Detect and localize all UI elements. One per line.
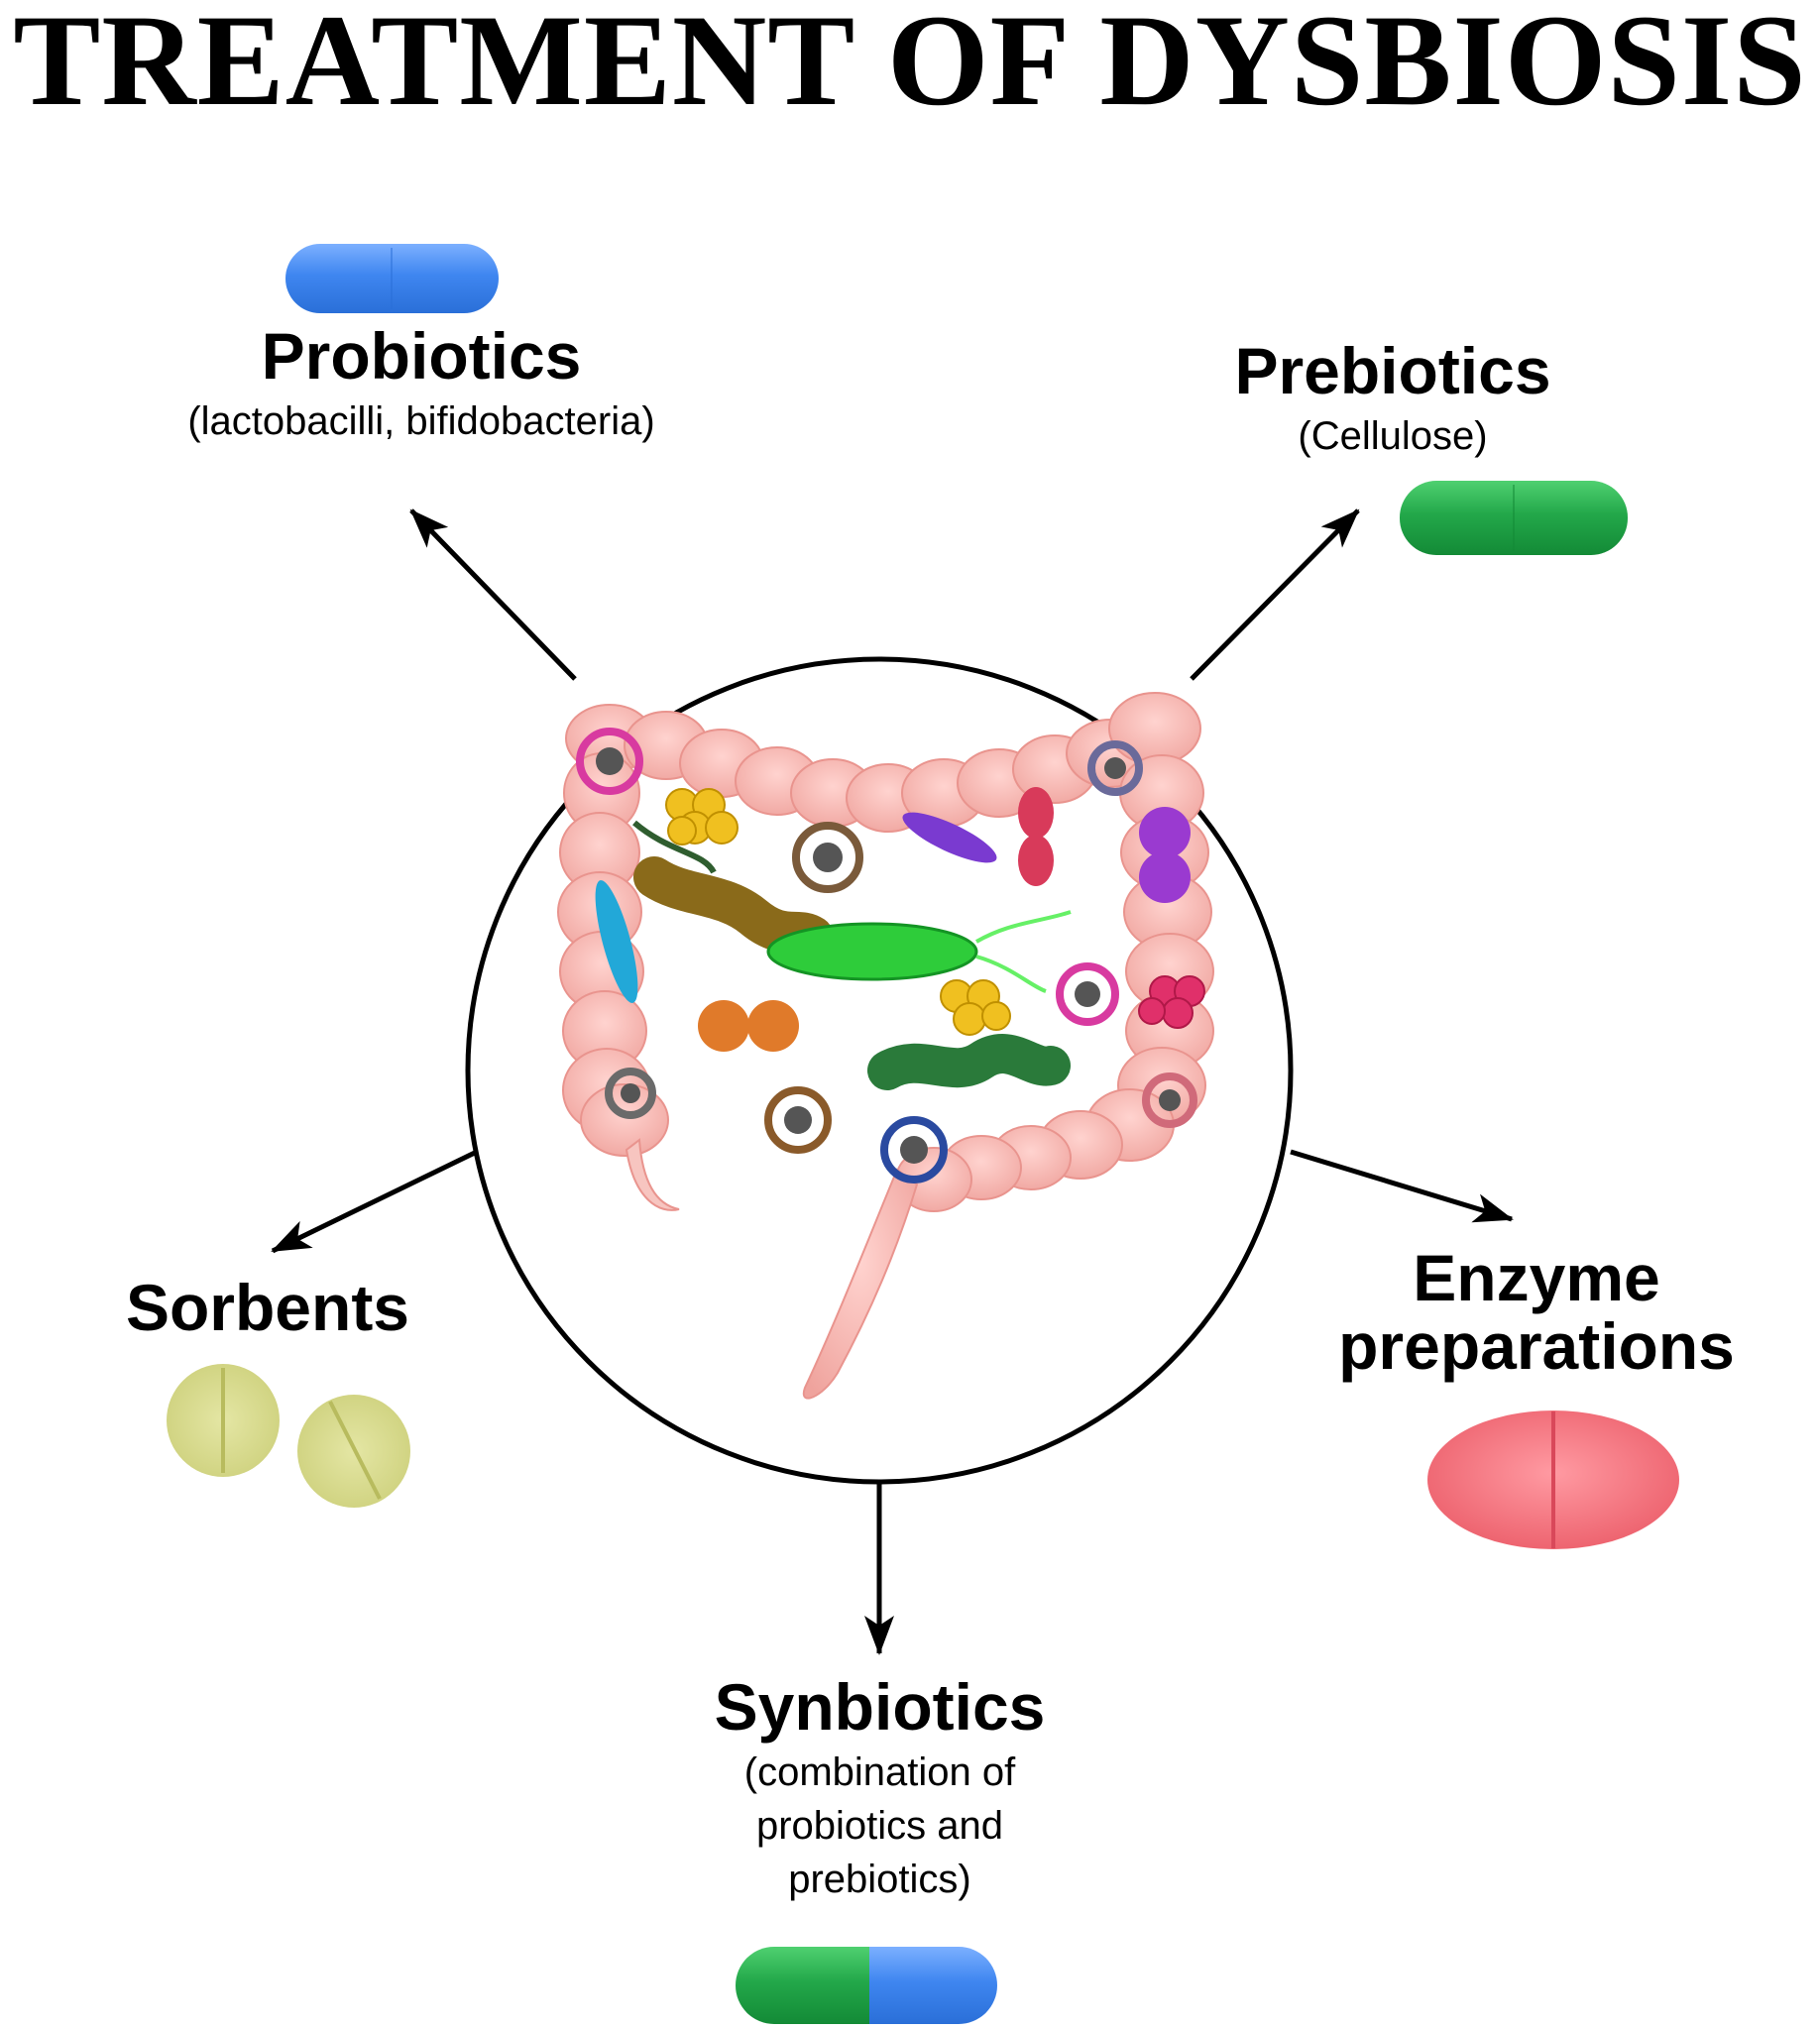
prebiotics-name: Prebiotics [1234, 334, 1551, 407]
arrow-to-prebiotics [1190, 508, 1360, 681]
enzyme-label: Enzyme preparations [1279, 1241, 1794, 1384]
prebiotics-detail: (Cellulose) [1298, 414, 1488, 459]
synbiotics-detail-line2: probiotics and [755, 1804, 1004, 1849]
sorbents-name: Sorbents [125, 1271, 410, 1344]
probiotics-label: Probiotics (lactobacilli, bifidobacteria… [99, 319, 743, 448]
arrow-to-sorbents [271, 1147, 483, 1254]
sorbents-label: Sorbents [59, 1271, 476, 1344]
enzyme-name-line1: Enzyme [1413, 1241, 1660, 1314]
synbiotics-detail-line3: prebiotics) [788, 1858, 971, 1902]
green-capsule-icon [1400, 481, 1628, 555]
arrow-to-probiotics [409, 508, 577, 681]
enzyme-name-line2: preparations [1338, 1309, 1735, 1384]
arrow-to-enzyme [1290, 1149, 1514, 1223]
yellow-tablets-icon [167, 1364, 410, 1508]
intestine-with-microbes-icon [557, 692, 1214, 1400]
synbiotics-name: Synbiotics [714, 1670, 1046, 1744]
page-title: TREATMENT OF DYSBIOSIS [13, 0, 1807, 133]
probiotics-name: Probiotics [261, 319, 582, 393]
synbiotics-detail-line1: (combination of [743, 1750, 1016, 1795]
prebiotics-label: Prebiotics (Cellulose) [1140, 334, 1646, 463]
blue-capsule-icon [285, 244, 499, 313]
probiotics-detail: (lactobacilli, bifidobacteria) [187, 399, 655, 444]
synbiotics-label: Synbiotics (combination of probiotics an… [595, 1670, 1165, 1906]
green-blue-capsule-icon [736, 1947, 997, 2024]
pink-oval-pill-icon [1427, 1410, 1679, 1549]
